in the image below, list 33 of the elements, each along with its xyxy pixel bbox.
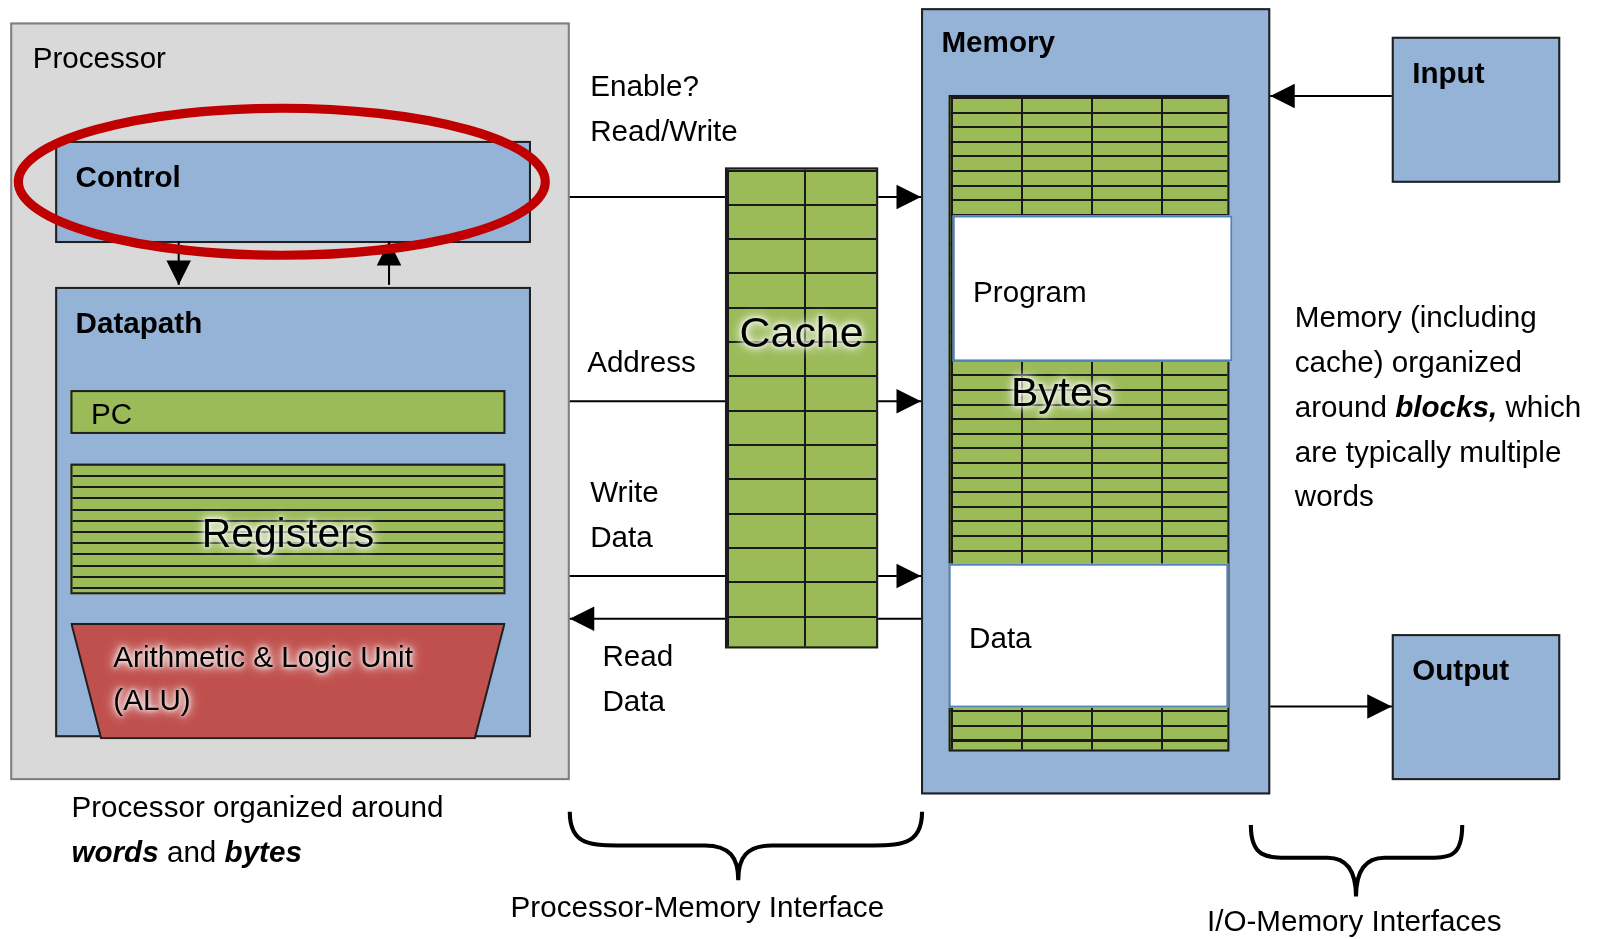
box-label: Processor — [32, 40, 166, 77]
box-label: PC — [90, 396, 133, 432]
box-label: Memory — [941, 24, 1055, 61]
bracket-caption: Processor-Memory Interface — [510, 889, 885, 926]
box-label: Input — [1412, 55, 1485, 91]
control-box — [55, 140, 531, 243]
box-label: Data — [969, 620, 1032, 657]
bracket-caption: I/O-Memory Interfaces — [1206, 903, 1502, 939]
pc-register — [70, 390, 506, 434]
memory-panel — [921, 8, 1271, 795]
arrow — [878, 563, 922, 589]
output-box — [1391, 634, 1561, 781]
note-text: Memory (including cache) organized around blocks, which are typically multiple words — [1294, 299, 1583, 515]
arrow — [569, 606, 725, 632]
input-box — [1391, 36, 1561, 183]
arrow — [1270, 694, 1392, 719]
program-region — [952, 215, 1233, 362]
box-label: Program — [973, 274, 1087, 311]
arrow — [1270, 83, 1392, 109]
datapath-box — [55, 286, 531, 738]
box-label: Output — [1412, 652, 1510, 689]
box-label: Datapath — [75, 305, 203, 341]
arrow — [878, 184, 922, 210]
alu-trapezoid — [70, 622, 506, 740]
box-label: Control — [75, 159, 181, 195]
note-text: Processor organized around words and bytes — [71, 789, 445, 870]
box-label: Arithmetic & Logic Unit (ALU) — [113, 639, 414, 718]
processor-panel — [10, 22, 570, 781]
data-region — [948, 563, 1229, 708]
register-file — [70, 463, 506, 595]
arrow — [166, 241, 191, 285]
arrow — [878, 389, 922, 414]
cache-grid — [725, 167, 879, 649]
